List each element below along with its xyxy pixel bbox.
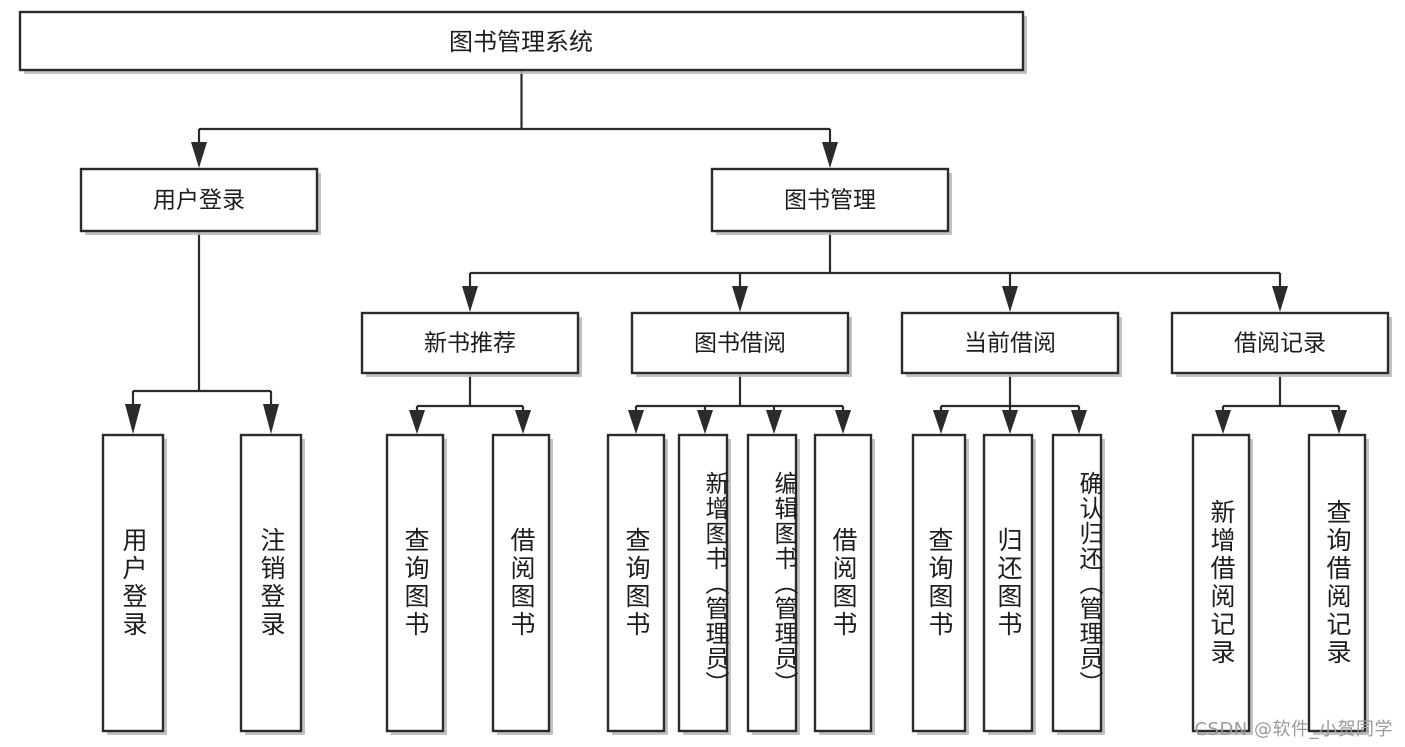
- node-current-borrow-box[interactable]: [900, 311, 1120, 375]
- node-book-management-label: 图书管理: [784, 188, 876, 214]
- leaf-box-query-record[interactable]: [1307, 433, 1367, 733]
- arrowhead-borrow-leaf1: [628, 410, 644, 434]
- node-new-book-recommend-label: 新书推荐: [424, 331, 516, 357]
- arrowhead-newbook: [462, 286, 478, 312]
- node-book-management[interactable]: 图书管理: [710, 167, 952, 235]
- connector-layer: [125, 70, 1347, 434]
- leaf-box-add-book[interactable]: [677, 433, 729, 733]
- node-borrow-record-box[interactable]: [1170, 311, 1390, 375]
- leaf-box-confirm-return[interactable]: [1051, 433, 1103, 733]
- node-user-login-box[interactable]: [79, 167, 319, 233]
- node-new-book-recommend[interactable]: 新书推荐: [360, 311, 582, 377]
- arrowhead-borrow: [732, 286, 748, 312]
- leaf-box-query-book-3[interactable]: [911, 433, 967, 733]
- arrowhead-borrow-leaf3: [766, 410, 782, 434]
- node-root-label: 图书管理系统: [449, 28, 593, 56]
- node-root[interactable]: 图书管理系统: [18, 10, 1027, 74]
- node-book-borrow-box[interactable]: [630, 311, 850, 375]
- node-current-borrow[interactable]: 当前借阅: [900, 311, 1122, 377]
- csdn-watermark: CSDN @软件_小贺同学: [1194, 719, 1393, 740]
- arrowhead-leaf-logout: [263, 404, 279, 434]
- arrowhead-leaf-user-login: [125, 404, 141, 434]
- node-borrow-record-label: 借阅记录: [1234, 331, 1326, 357]
- arrowhead-borrow-leaf2: [697, 410, 713, 434]
- node-book-borrow[interactable]: 图书借阅: [630, 311, 852, 377]
- node-book-management-box[interactable]: [710, 167, 950, 233]
- node-borrow-record[interactable]: 借阅记录: [1170, 311, 1392, 377]
- leaf-box-edit-book[interactable]: [746, 433, 798, 733]
- arrowhead-current-leaf1: [933, 410, 949, 434]
- leaf-box-add-record[interactable]: [1191, 433, 1251, 733]
- arrowhead-book-manage: [822, 142, 838, 168]
- leaf-box-borrow-book-2[interactable]: [813, 433, 873, 733]
- leaf-box-query-book-2[interactable]: [606, 433, 666, 733]
- node-book-borrow-label: 图书借阅: [694, 331, 786, 357]
- leaf-box-layer: [101, 433, 1369, 735]
- leaf-box-logout[interactable]: [239, 433, 303, 733]
- arrowhead-newbook-leaf1: [409, 410, 425, 434]
- arrowhead-current-leaf2: [1002, 410, 1018, 434]
- arrowhead-newbook-leaf2: [515, 410, 531, 434]
- arrowhead-record: [1272, 286, 1288, 312]
- leaf-box-user-login[interactable]: [101, 433, 165, 733]
- leaf-box-query-book-1[interactable]: [385, 433, 445, 733]
- arrowhead-record-leaf1: [1215, 410, 1231, 434]
- arrowhead-current-leaf3: [1071, 410, 1087, 434]
- node-current-borrow-label: 当前借阅: [964, 331, 1056, 357]
- leaf-box-return-book[interactable]: [982, 433, 1034, 733]
- node-user-login-label: 用户登录: [153, 188, 245, 214]
- node-user-login[interactable]: 用户登录: [79, 167, 321, 235]
- arrowhead-borrow-leaf4: [835, 410, 851, 434]
- arrowhead-current: [1002, 286, 1018, 312]
- arrowhead-user-login: [191, 142, 207, 168]
- node-new-book-recommend-box[interactable]: [360, 311, 580, 375]
- node-root-box[interactable]: [18, 10, 1025, 72]
- leaf-box-borrow-book-1[interactable]: [491, 433, 551, 733]
- arrowhead-record-leaf2: [1331, 410, 1347, 434]
